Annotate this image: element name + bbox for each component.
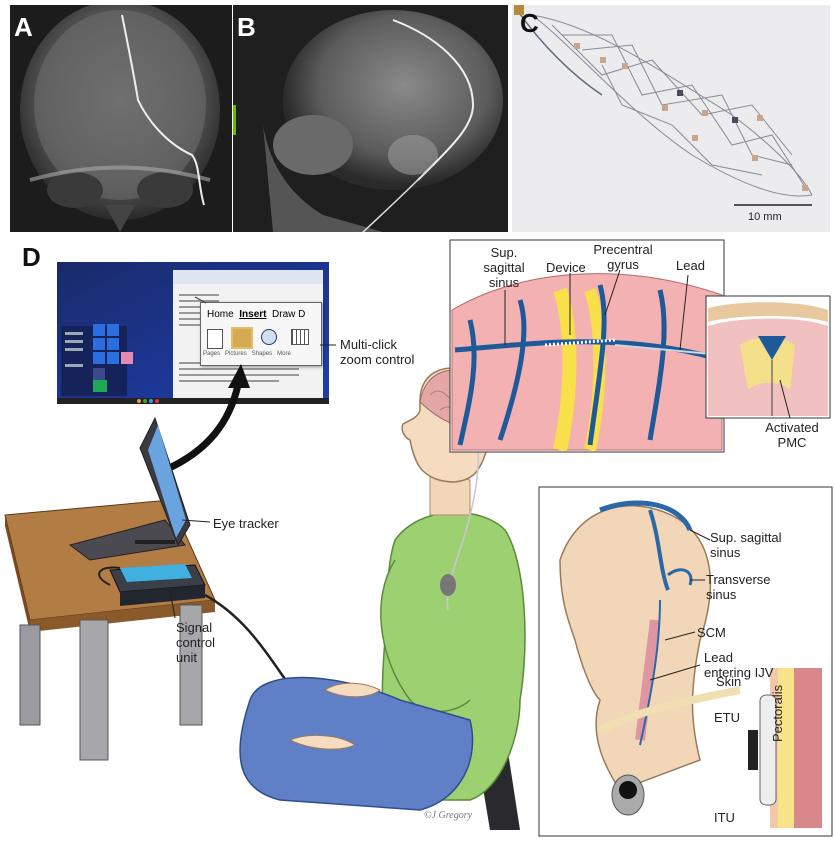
pmc-inset: [706, 296, 830, 418]
credit-label: ©J Gregory: [424, 808, 472, 823]
eye-tracker-label: Eye tracker: [213, 516, 279, 531]
arrow-head: [228, 364, 250, 388]
itu-label: ITU: [714, 810, 735, 825]
etu-label: ETU: [714, 710, 740, 725]
scm-label: SCM: [697, 625, 726, 640]
curved-arrow: [165, 385, 238, 470]
head-neck-inset: [539, 487, 832, 836]
lead-label: Lead: [676, 258, 705, 273]
skin-label: Skin: [716, 674, 741, 689]
device-label: Device: [546, 260, 586, 275]
pectoralis-label: Pectoralis: [770, 685, 785, 742]
